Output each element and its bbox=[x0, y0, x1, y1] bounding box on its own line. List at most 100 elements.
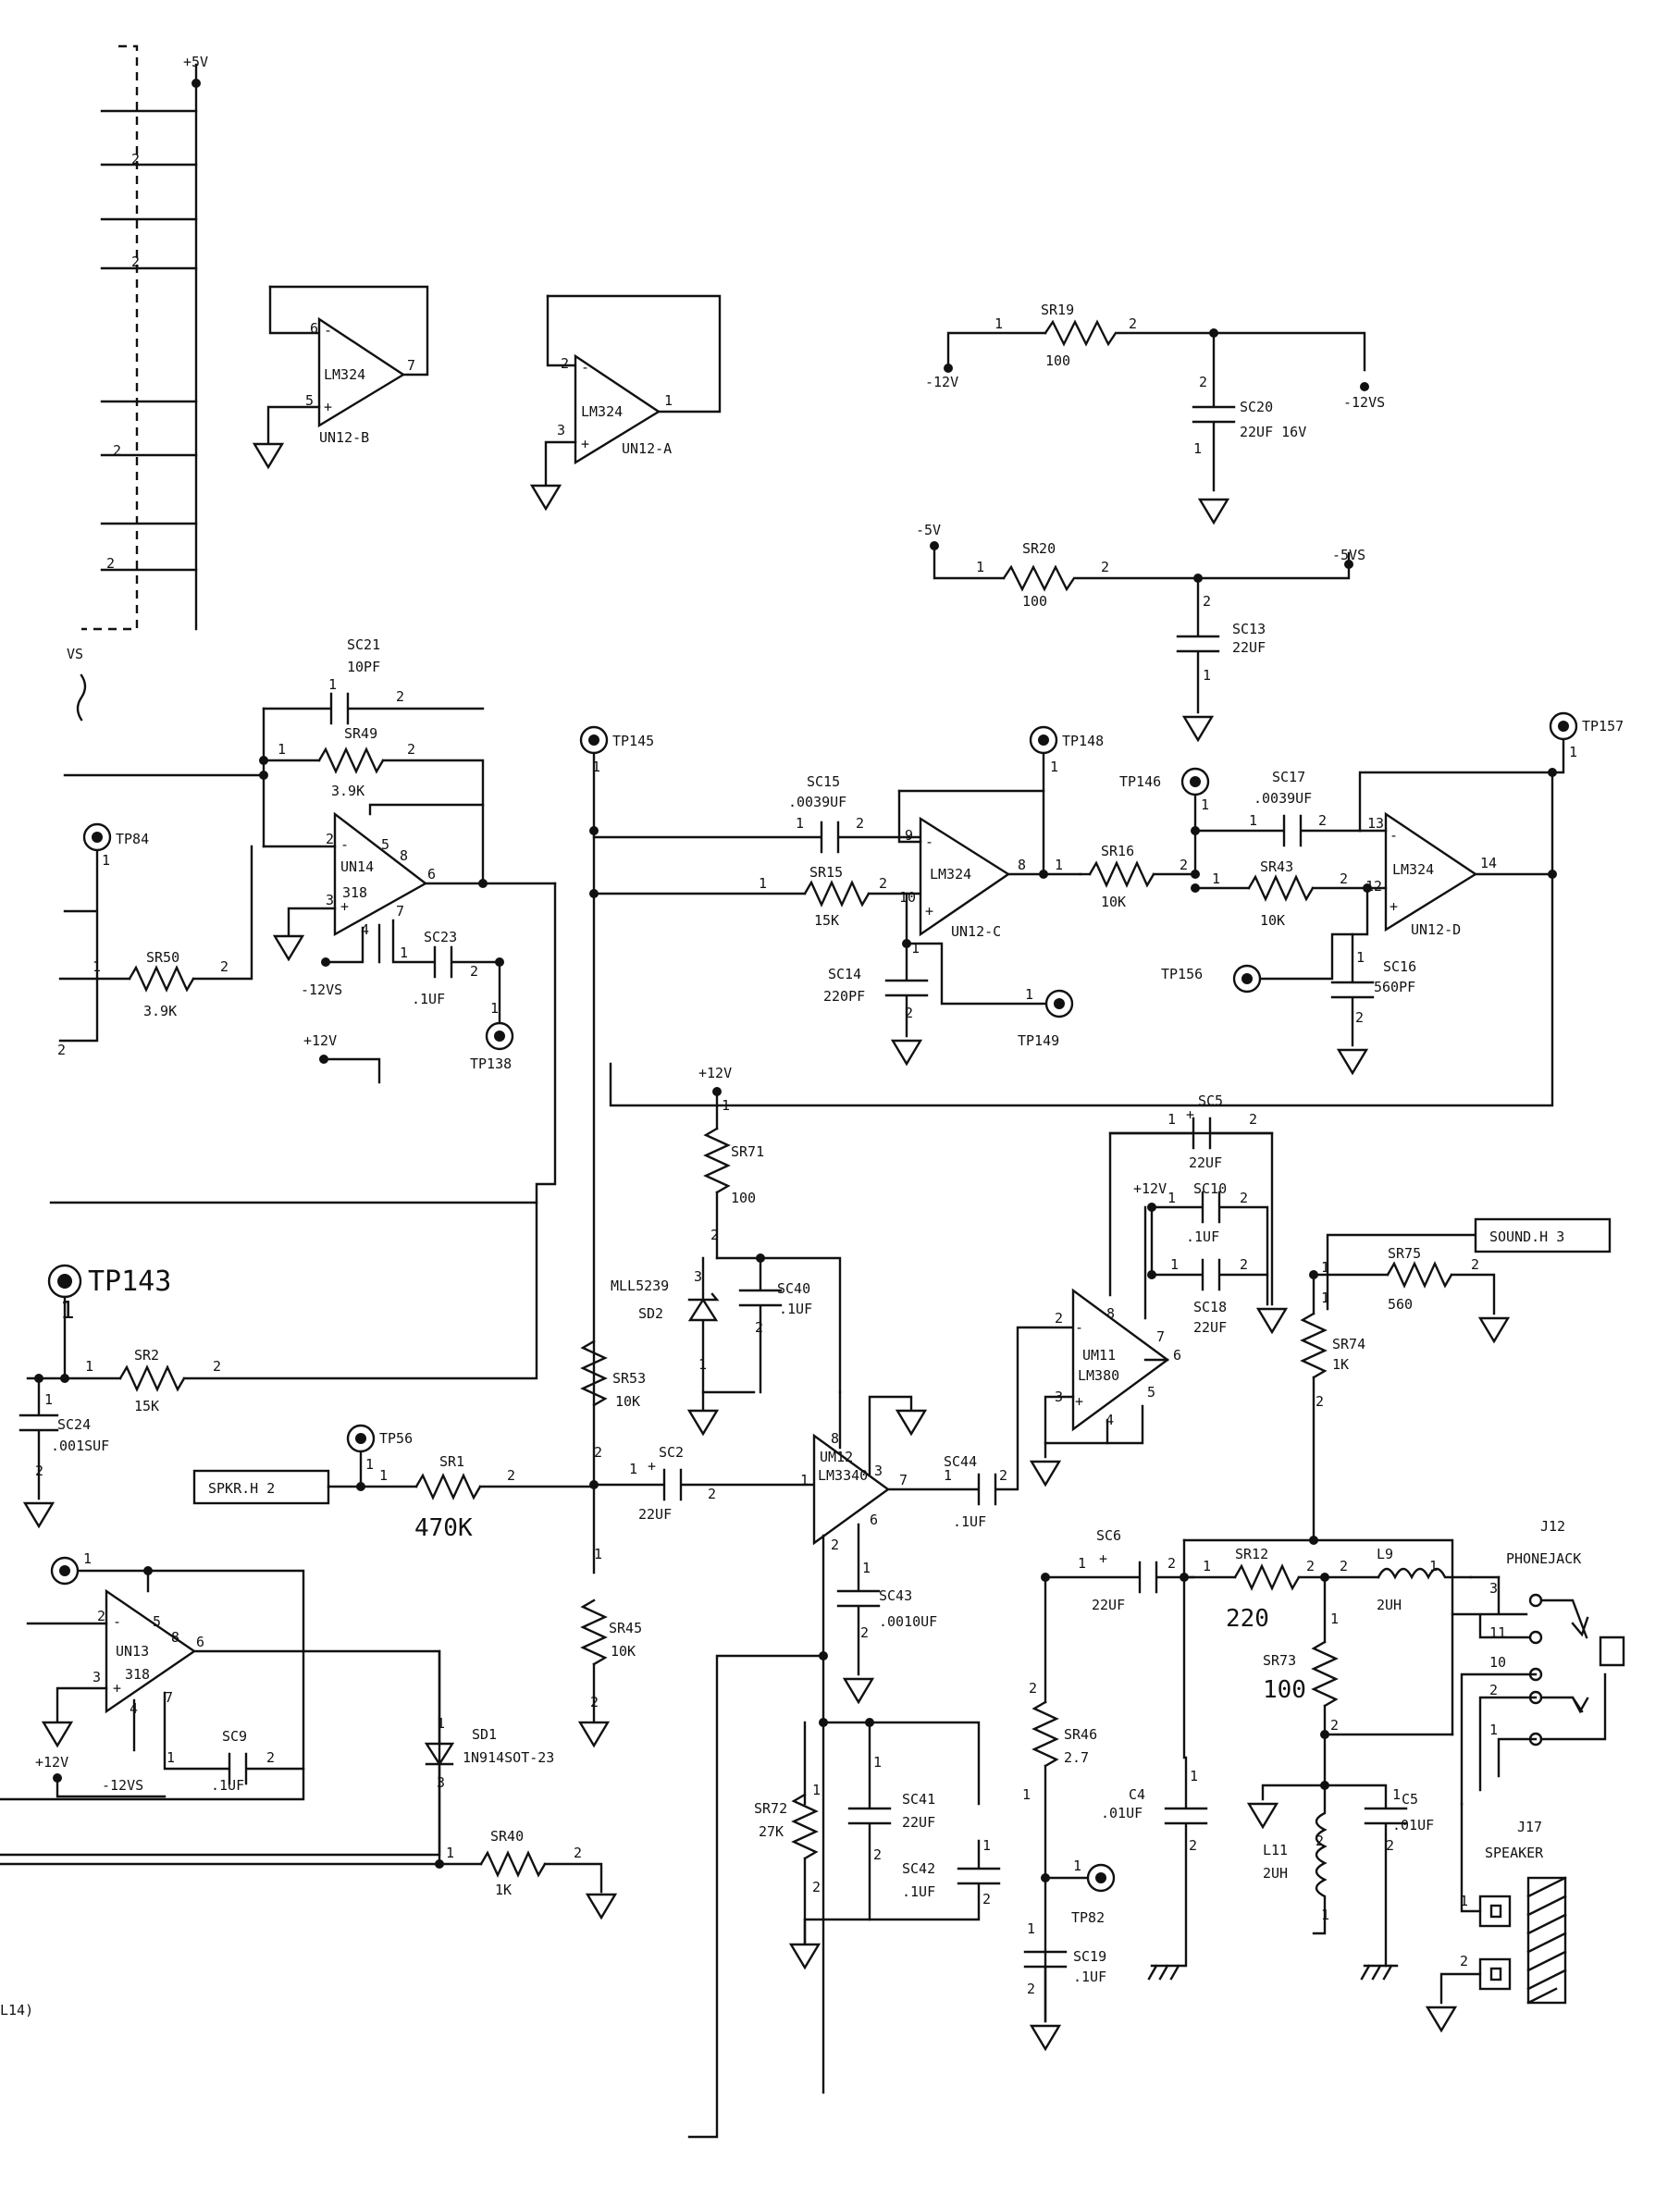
bus-pin-label: 2 bbox=[113, 442, 121, 459]
pin-label: - bbox=[324, 322, 332, 339]
capacitor-value: .001SUF bbox=[51, 1438, 109, 1454]
resistor-value: 560 bbox=[1388, 1296, 1413, 1313]
testpoint-label: TP146 bbox=[1119, 773, 1161, 790]
capacitor-value: 22UF bbox=[1193, 1319, 1227, 1336]
pin-label: 2 bbox=[856, 815, 864, 832]
resistor-ref: SR53 bbox=[612, 1370, 646, 1387]
opamp-part: LM324 bbox=[930, 866, 971, 883]
pin-label: 13 bbox=[1367, 815, 1384, 832]
resistor-ref: SR73 bbox=[1263, 1652, 1296, 1669]
pin-label: - bbox=[1075, 1319, 1083, 1336]
pin-label: 1 bbox=[278, 741, 286, 758]
resistor-value: 3.9K bbox=[143, 1003, 177, 1019]
pin-label: + bbox=[324, 399, 332, 415]
pin-label: 7 bbox=[396, 903, 404, 920]
opamp-part: LM380 bbox=[1078, 1367, 1119, 1384]
capacitor-value: 22UF bbox=[1092, 1597, 1125, 1613]
pin-label: + bbox=[1075, 1393, 1083, 1410]
capacitor-ref: SC13 bbox=[1232, 621, 1266, 637]
pin-label: 2 bbox=[1129, 315, 1137, 332]
pin-label: 1 bbox=[873, 1754, 882, 1771]
inductor-value: 2UH bbox=[1377, 1597, 1402, 1613]
pin-label: 1 bbox=[1025, 986, 1033, 1003]
pin-label: 2 bbox=[1249, 1111, 1257, 1128]
capacitor-ref: SC10 bbox=[1193, 1180, 1227, 1197]
capacitor-value: .0039UF bbox=[1254, 790, 1312, 807]
rail-label: -12VS bbox=[102, 1777, 143, 1794]
resistor-ref: SR16 bbox=[1101, 843, 1134, 859]
pin-label: - bbox=[1390, 827, 1398, 844]
capacitor-value: .1UF bbox=[1073, 1969, 1106, 1985]
plus5v-label: +5V bbox=[183, 54, 208, 70]
pin-label: 2 bbox=[1101, 559, 1109, 575]
pin-label: + bbox=[1390, 898, 1398, 915]
pin-label: 1 bbox=[1321, 1259, 1329, 1276]
resistor-value: 2.7 bbox=[1064, 1749, 1089, 1766]
pin-label: 2 bbox=[1330, 1717, 1339, 1734]
pin-label: 1 bbox=[1569, 744, 1577, 760]
pin-label: 6 bbox=[196, 1634, 204, 1650]
pin-label: 1 bbox=[1203, 667, 1211, 684]
pin-label: 2 bbox=[266, 1749, 275, 1766]
pin-label: 2 bbox=[905, 1005, 913, 1021]
resistor-value: 100 bbox=[1263, 1676, 1306, 1704]
pin-label: 2 bbox=[831, 1537, 839, 1553]
resistor-ref: SR15 bbox=[809, 864, 843, 881]
minus5vs-label: -5VS bbox=[1332, 547, 1365, 563]
connector-name: PHONEJACK bbox=[1506, 1550, 1581, 1567]
pin-label: + bbox=[340, 898, 349, 915]
pin-label: 1 bbox=[437, 1715, 445, 1732]
pin-label: 1 bbox=[1429, 1558, 1438, 1574]
pin-label: 10 bbox=[1489, 1654, 1506, 1671]
inductor-ref: L9 bbox=[1377, 1546, 1393, 1562]
pin-label: 1 bbox=[1190, 1768, 1198, 1784]
pin-label: 2 bbox=[1199, 374, 1207, 390]
opamp-part: LM324 bbox=[1392, 861, 1434, 878]
capacitor-ref: SC16 bbox=[1383, 958, 1416, 975]
resistor-ref: SR2 bbox=[134, 1347, 159, 1364]
pin-label: 2 bbox=[1471, 1256, 1479, 1273]
sr50-stage: TP84 1 1 2 SR50 3.9K 2 bbox=[57, 822, 253, 1058]
resistor-value: 100 bbox=[1045, 352, 1070, 369]
resistor-ref: SR74 bbox=[1332, 1336, 1365, 1352]
pin-label: 1 bbox=[400, 944, 408, 961]
minus5v-filter: 1 2 -5V -5VS SR20 100 2 1 SC13 22UF bbox=[916, 522, 1365, 743]
resistor-ref: SR43 bbox=[1260, 858, 1293, 875]
pin-label: 4 bbox=[361, 921, 369, 938]
pin-label: 1 bbox=[1055, 857, 1063, 873]
pin-label: 1 bbox=[1167, 1190, 1176, 1206]
connector-ref: J12 bbox=[1540, 1518, 1565, 1535]
zener-supply: +12V 1 SR71 100 2 SC40 .1UF 2 3 1 MLL523… bbox=[611, 1065, 842, 1437]
pin-label: 3 bbox=[1489, 1580, 1498, 1597]
pin-label: 2 bbox=[574, 1845, 582, 1861]
bus-pin-label: 2 bbox=[106, 555, 115, 572]
pin-label: 2 bbox=[213, 1358, 221, 1375]
capacitor-value: .1UF bbox=[953, 1513, 986, 1530]
connector-label: SOUND.H 3 bbox=[1489, 1228, 1564, 1245]
pin-label: 1 bbox=[365, 1456, 374, 1473]
minus12v-filter: 1 2 SR19 100 -12V -12VS 2 1 SC20 22UF 16… bbox=[925, 302, 1385, 525]
pin-label: 1 bbox=[664, 392, 673, 409]
opamp-un12a: 2 - 3 + LM324 1 UN12-A bbox=[529, 294, 722, 512]
pin-label: 2 bbox=[1055, 1310, 1063, 1327]
pin-label: 2 bbox=[1240, 1190, 1248, 1206]
pin-label: 1 bbox=[796, 815, 804, 832]
pin-label: 2 bbox=[407, 741, 415, 758]
minus12v-label: -12V bbox=[925, 374, 958, 390]
pin-label: 9 bbox=[905, 827, 913, 844]
opamp-part: LM324 bbox=[581, 403, 623, 420]
pin-label: + bbox=[925, 903, 933, 920]
pin-label: + bbox=[581, 436, 589, 452]
pin-label: 2 bbox=[220, 958, 229, 975]
connector-label: SPKR.H 2 bbox=[208, 1480, 275, 1497]
pin-label: 2 bbox=[1340, 1558, 1348, 1574]
resistor-value: 1K bbox=[1332, 1356, 1349, 1373]
pin-label: 1 bbox=[490, 1000, 499, 1017]
capacitor-ref: SC18 bbox=[1193, 1299, 1227, 1315]
pin-label: 1 bbox=[1201, 796, 1209, 813]
pin-label: 1 bbox=[911, 940, 920, 957]
pin-label: 2 bbox=[1318, 812, 1327, 829]
testpoint-label: TP143 bbox=[88, 1265, 171, 1298]
pin-label: 8 bbox=[831, 1430, 839, 1447]
pin-label: 1 bbox=[862, 1560, 871, 1576]
